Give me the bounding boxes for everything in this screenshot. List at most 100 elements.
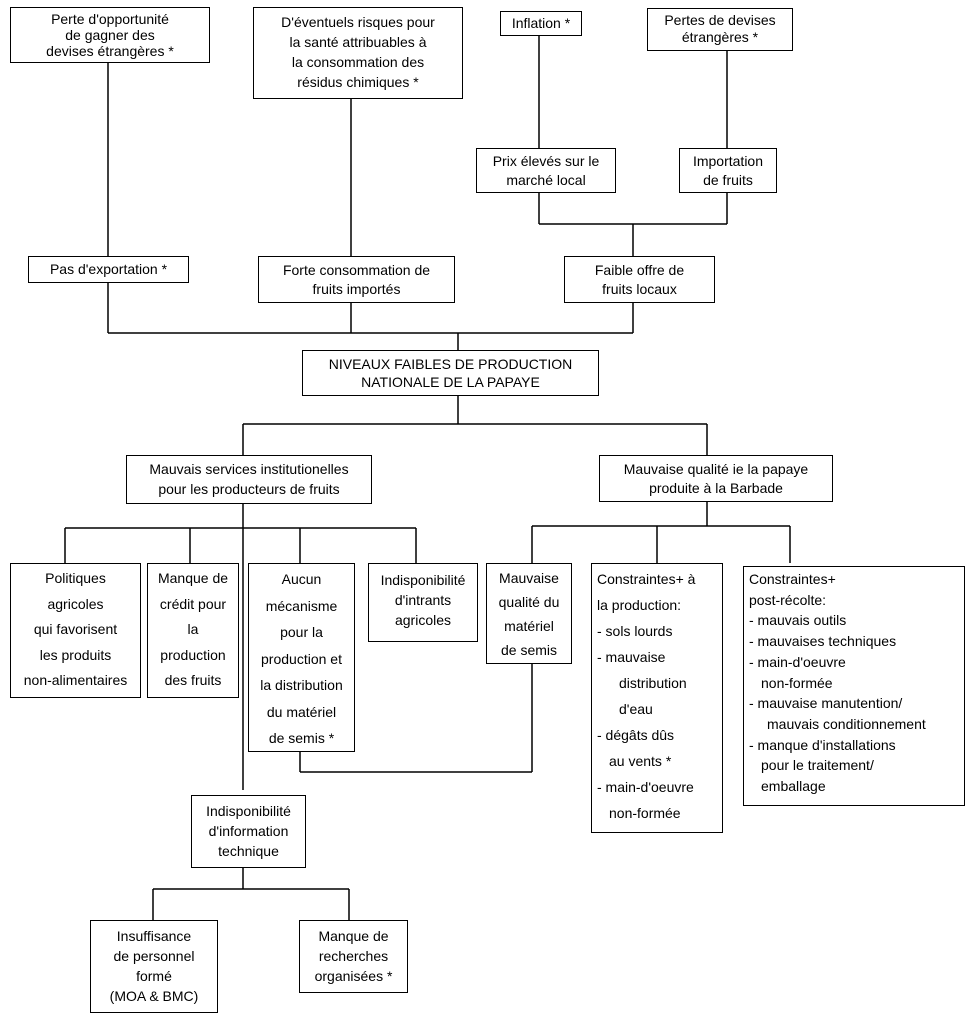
line: - main-d'oeuvre <box>749 653 846 670</box>
box-mauvaise-qualite-materiel: Mauvaise qualité du matériel de semis <box>486 563 572 664</box>
box-risques-sante: D'éventuels risques pour la santé attrib… <box>253 7 463 99</box>
line: Mauvaise qualité ie la papaye <box>623 461 809 477</box>
line: Mauvais services institutionelles <box>149 461 349 477</box>
line: étrangères * <box>681 29 759 45</box>
line: mécanisme <box>265 597 338 614</box>
line: Constraintes+ à <box>597 571 696 587</box>
line: Indisponibilité <box>206 803 291 819</box>
line: non-alimentaires <box>23 672 128 688</box>
line: - main-d'oeuvre <box>597 779 694 795</box>
line: formé <box>136 968 172 984</box>
box-pas-exportation: Pas d'exportation * <box>28 256 189 283</box>
line: agricoles <box>47 595 104 612</box>
line: produite à la Barbade <box>649 480 783 496</box>
line: D'éventuels risques pour <box>281 14 435 30</box>
line: d'eau <box>619 701 653 717</box>
line: pour les producteurs de fruits <box>158 481 340 497</box>
box-forte-consommation: Forte consommation de fruits importés <box>258 256 455 303</box>
line: la distribution <box>260 677 343 693</box>
line: matériel <box>504 618 554 634</box>
line: la consommation des <box>291 54 425 70</box>
box-aucun-mecanisme: Aucun mécanisme pour la production et la… <box>248 563 355 752</box>
line: Inflation * <box>511 15 571 31</box>
line: pour la <box>280 624 323 640</box>
line: de gagner des <box>65 27 155 43</box>
line: Constraintes+ <box>749 571 836 587</box>
line: NATIONALE DE LA PAPAYE <box>361 374 540 390</box>
line: - mauvaise <box>597 649 666 665</box>
box-indisponibilite-intrants: Indisponibilité d'intrants agricoles <box>368 563 478 642</box>
box-importation: Importation de fruits <box>679 148 777 193</box>
line: Manque de <box>157 570 229 586</box>
line: pour le traitement/ <box>761 757 874 774</box>
line: - manque d'installations <box>749 736 896 753</box>
box-mauvais-services: Mauvais services institutionelles pour l… <box>126 455 372 504</box>
line: de fruits <box>703 172 753 188</box>
line: emballage <box>761 778 826 795</box>
line: Faible offre de <box>594 262 685 278</box>
line: distribution <box>619 675 687 691</box>
box-contraintes-production: Constraintes+ à la production: - sols lo… <box>591 563 723 833</box>
line: Manque de <box>318 928 389 944</box>
line: qui favorisent <box>33 621 118 637</box>
line: les produits <box>39 646 112 663</box>
box-niveaux-faibles: NIVEAUX FAIBLES DE PRODUCTION NATIONALE … <box>302 350 599 396</box>
line: (MOA & BMC) <box>109 988 199 1004</box>
line: recherches <box>318 948 389 964</box>
line: production <box>160 646 226 663</box>
box-pertes-devises: Pertes de devises étrangères * <box>647 8 793 51</box>
line: Forte consommation de <box>282 262 431 278</box>
line: devises étrangères * <box>46 43 174 59</box>
box-insuffisance: Insuffisance de personnel formé (MOA & B… <box>90 920 218 1013</box>
line: non-formée <box>761 674 833 691</box>
line: NIVEAUX FAIBLES DE PRODUCTION <box>328 356 573 372</box>
line: résidus chimiques * <box>297 74 419 90</box>
box-indisponibilite-info: Indisponibilité d'information technique <box>191 795 306 868</box>
line: des fruits <box>164 672 222 688</box>
line: Importation <box>692 153 764 169</box>
line: - sols lourds <box>597 623 673 639</box>
line: de semis <box>500 642 558 658</box>
line: d'information <box>208 823 289 839</box>
box-prix-eleves: Prix élevés sur le marché local <box>476 148 616 193</box>
line: Politiques <box>45 570 106 586</box>
line: fruits locaux <box>602 281 677 297</box>
line: la production: <box>597 597 682 613</box>
line: d'intrants <box>394 592 452 608</box>
line: qualité du <box>498 594 560 610</box>
box-politiques: Politiques agricoles qui favorisent les … <box>10 563 141 698</box>
line: marché local <box>506 172 586 188</box>
line: agricoles <box>394 612 452 628</box>
line: au vents * <box>609 753 672 769</box>
line: - mauvaise manutention/ <box>749 695 903 712</box>
line: Mauvaise <box>499 570 559 586</box>
line: crédit pour <box>159 595 227 612</box>
line: Indisponibilité <box>380 572 466 588</box>
line: - mauvais outils <box>749 612 847 629</box>
line: non-formée <box>609 805 681 821</box>
box-manque-recherches: Manque de recherches organisées * <box>299 920 408 993</box>
line: post-récolte: <box>749 591 827 608</box>
line: Aucun <box>281 571 322 587</box>
line: technique <box>218 843 279 859</box>
line: - dégâts dûs <box>597 727 675 743</box>
line: Prix élevés sur le <box>492 153 600 169</box>
box-perte-opportunite: Perte d'opportunité de gagner des devise… <box>10 7 210 63</box>
line: Pertes de devises <box>664 12 776 28</box>
box-manque-credit: Manque de crédit pour la production des … <box>147 563 239 698</box>
box-contraintes-post-recolte: Constraintes+ post-récolte: - mauvais ou… <box>743 566 965 806</box>
line: de semis * <box>268 730 335 746</box>
line: la <box>187 621 199 637</box>
line: - mauvaises techniques <box>749 633 897 650</box>
line: production et <box>261 650 342 667</box>
line: de personnel <box>113 948 195 964</box>
line: Pas d'exportation * <box>49 261 168 277</box>
line: du matériel <box>266 703 337 720</box>
line: Insuffisance <box>116 928 192 944</box>
box-faible-offre: Faible offre de fruits locaux <box>564 256 715 303</box>
line: fruits importés <box>312 281 401 297</box>
box-mauvaise-qualite: Mauvaise qualité ie la papaye produite à… <box>599 455 833 502</box>
box-inflation: Inflation * <box>500 11 582 36</box>
